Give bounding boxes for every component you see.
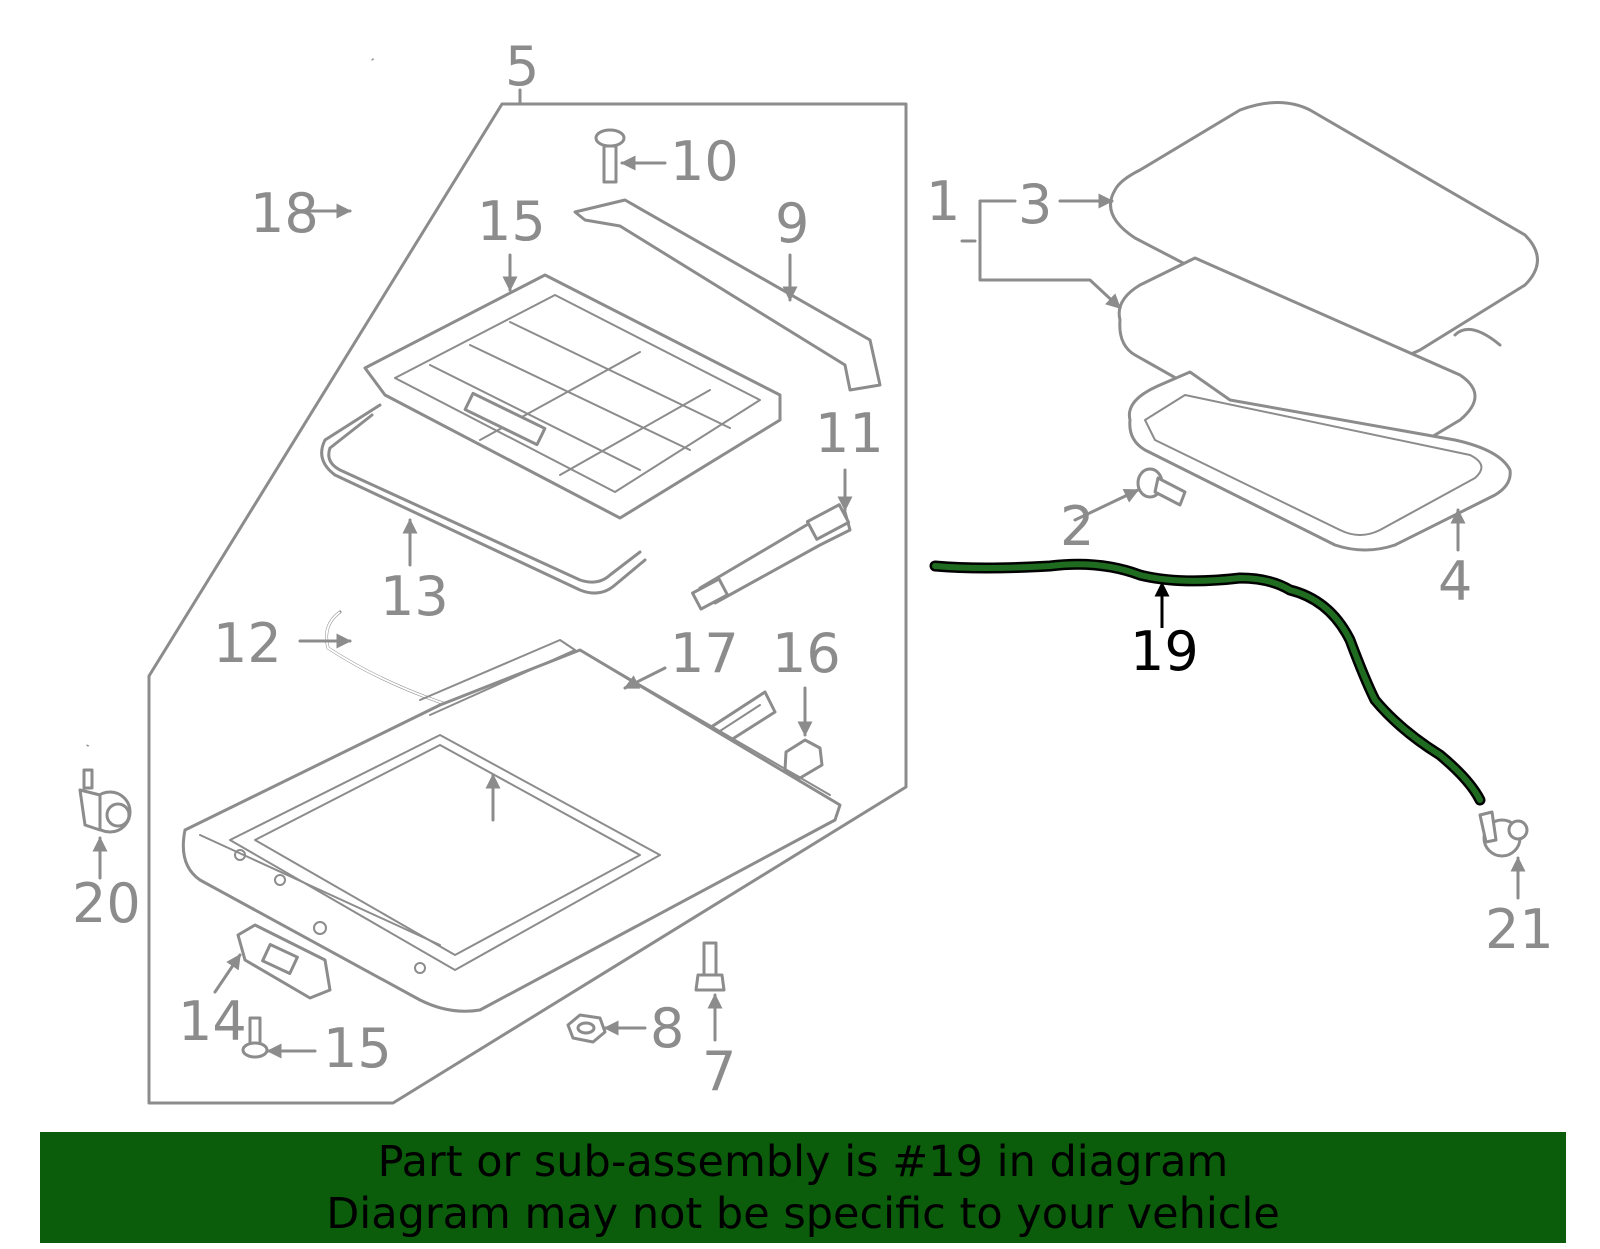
label-4: 4 — [1438, 550, 1472, 613]
banner-line-1: Part or sub-assembly is #19 in diagram — [377, 1136, 1229, 1187]
label-17: 17 — [670, 622, 739, 685]
part-1-glass-assembly[interactable] — [1117, 256, 1502, 472]
part-7-bolt[interactable] — [694, 941, 726, 992]
part-14-bracket[interactable] — [236, 923, 332, 1000]
label-18: 18 — [250, 182, 319, 245]
label-21: 21 — [1485, 898, 1554, 961]
part-4-gasket[interactable] — [1127, 370, 1512, 552]
label-3: 3 — [1018, 173, 1052, 236]
label-15-bottom: 15 — [323, 1017, 392, 1080]
leader-lines — [92, 155, 1526, 1059]
info-banner: Part or sub-assembly is #19 in diagram D… — [40, 1132, 1566, 1243]
label-7: 7 — [702, 1040, 736, 1103]
label-12: 12 — [213, 612, 282, 675]
label-10: 10 — [670, 130, 739, 193]
label-15-top: 15 — [477, 190, 546, 253]
label-2: 2 — [1060, 495, 1094, 558]
part-21-clip[interactable] — [1478, 810, 1529, 858]
part-15-glass-panel[interactable] — [363, 273, 782, 520]
label-9: 9 — [775, 192, 809, 255]
part-13-frame-seal[interactable] — [320, 403, 647, 595]
label-8: 8 — [650, 997, 684, 1060]
label-13: 13 — [380, 565, 449, 628]
label-14: 14 — [178, 990, 247, 1053]
part-11-drive-assembly[interactable] — [691, 503, 852, 611]
part-10-bolt[interactable] — [594, 128, 626, 184]
part-2-screw[interactable] — [1136, 467, 1187, 507]
sunroof-assembly-panel — [147, 88, 908, 1105]
label-5: 5 — [505, 35, 539, 98]
part-20-clip[interactable] — [78, 768, 132, 834]
part-8-nut[interactable] — [566, 1013, 607, 1044]
label-19: 19 — [1130, 620, 1199, 683]
label-16: 16 — [772, 622, 841, 685]
sunroof-frame[interactable] — [181, 639, 842, 1013]
part-9-wind-deflector[interactable] — [573, 198, 882, 392]
part-3-glass[interactable] — [1109, 101, 1539, 361]
part-18-drain-hose[interactable] — [86, 58, 410, 747]
label-11: 11 — [815, 402, 884, 465]
label-1: 1 — [926, 170, 960, 233]
banner-line-2: Diagram may not be specific to your vehi… — [326, 1188, 1280, 1239]
part-19-drain-hose-highlighted[interactable] — [929, 558, 1486, 806]
label-20: 20 — [72, 872, 141, 935]
